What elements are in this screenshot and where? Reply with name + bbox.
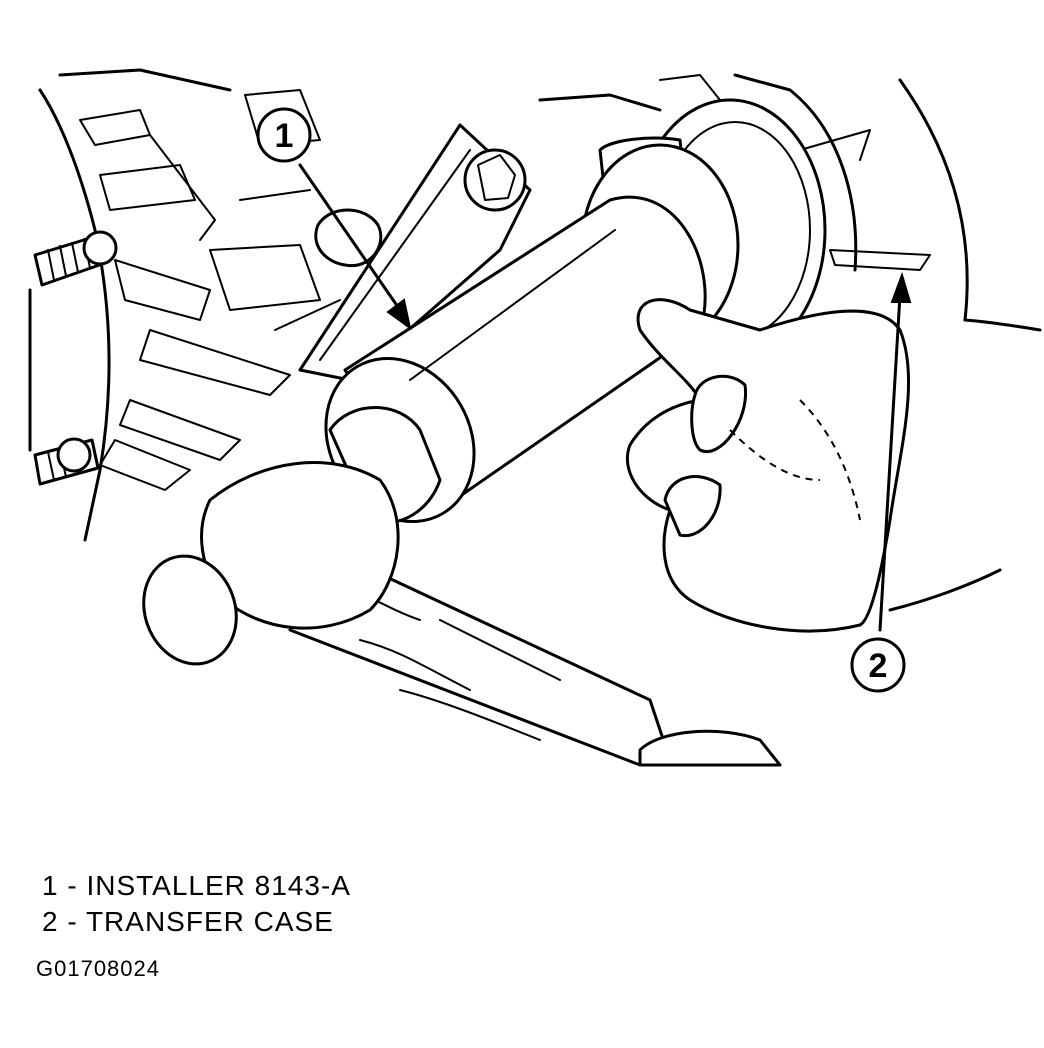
transmission-housing [28,68,341,542]
callout-1-label: 1 [275,117,294,155]
legend: 1 - INSTALLER 8143-A 2 - TRANSFER CASE [42,868,351,940]
figure-code: G01708024 [36,956,160,981]
hand [625,298,911,633]
callout-2: 2 [850,637,906,693]
callout-arrow-1 [298,163,412,331]
callout-1: 1 [256,107,312,163]
legend-item-transfer-case: 2 - TRANSFER CASE [42,906,334,937]
callout-arrow-2 [878,271,912,632]
callout-2-label: 2 [869,647,888,685]
installer-illustration: 1 2 [28,68,1042,767]
hammer [142,461,782,767]
legend-item-installer: 1 - INSTALLER 8143-A [42,870,351,901]
